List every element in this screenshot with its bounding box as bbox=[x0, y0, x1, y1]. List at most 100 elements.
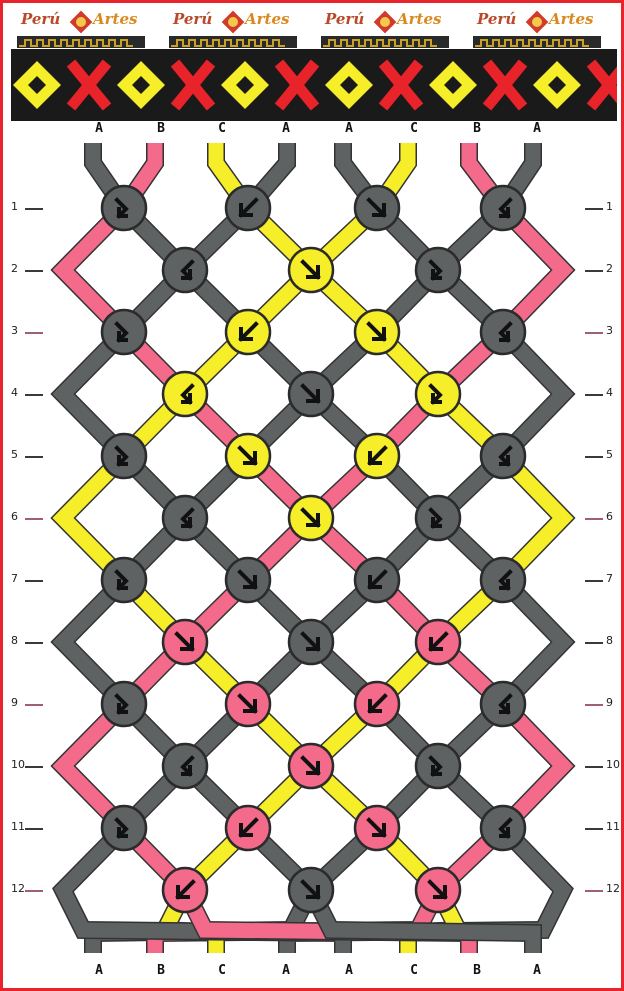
knot-arrow-icon bbox=[366, 817, 387, 838]
knot-arrow-icon bbox=[498, 569, 513, 591]
knot-r7-c1 bbox=[100, 556, 148, 604]
row-tick-right bbox=[585, 642, 603, 644]
knot-arrow-icon bbox=[300, 383, 321, 404]
knot-r3-c1 bbox=[100, 308, 148, 356]
knot-arrow-icon bbox=[428, 755, 443, 777]
row-label-left: 4 bbox=[11, 386, 18, 399]
row-label-left: 6 bbox=[11, 510, 18, 523]
knot-arrow-icon bbox=[300, 507, 321, 528]
preview-diamond bbox=[533, 61, 581, 109]
row-label-left: 1 bbox=[11, 200, 18, 213]
preview-diamond bbox=[325, 61, 373, 109]
logo-text-artes: Artes bbox=[397, 10, 442, 28]
knot-arrow-icon bbox=[367, 693, 388, 714]
row-tick-right bbox=[585, 890, 603, 892]
knot-r10-c2 bbox=[161, 742, 209, 790]
string-label-bottom: B bbox=[473, 963, 481, 978]
knot-arrow-icon bbox=[367, 445, 388, 466]
row-tick-right bbox=[585, 394, 603, 396]
knot-r9-c3 bbox=[224, 680, 272, 728]
knot-diagram bbox=[50, 143, 576, 953]
logo-text-peru: Perú bbox=[325, 10, 365, 28]
peru-artes-logo: Perú Artes bbox=[321, 10, 449, 48]
knot-r8-c4 bbox=[287, 618, 335, 666]
knot-r5-c1 bbox=[100, 432, 148, 480]
knot-r6-c2 bbox=[161, 494, 209, 542]
string-label-bottom: C bbox=[410, 963, 418, 978]
knot-arrow-icon bbox=[498, 693, 513, 715]
knot-arrow-icon bbox=[428, 631, 449, 652]
string-label-top: A bbox=[95, 121, 103, 136]
knot-r11-c3 bbox=[224, 804, 272, 852]
knot-arrow-icon bbox=[237, 569, 258, 590]
row-label-right: 10 bbox=[606, 758, 620, 771]
knot-r3-c5 bbox=[353, 308, 401, 356]
knot-r7-c5 bbox=[353, 556, 401, 604]
knot-arrow-icon bbox=[498, 445, 513, 467]
row-label-left: 8 bbox=[11, 634, 18, 647]
row-label-right: 4 bbox=[606, 386, 613, 399]
row-label-left: 9 bbox=[11, 696, 18, 709]
knot-r12-c6 bbox=[414, 866, 462, 914]
preview-diamond bbox=[13, 61, 61, 109]
knot-r4-c2 bbox=[161, 370, 209, 418]
row-tick-left bbox=[25, 456, 43, 458]
knot-r10-c6 bbox=[414, 742, 462, 790]
knot-arrow-icon bbox=[114, 445, 129, 467]
row-label-left: 3 bbox=[11, 324, 18, 337]
knot-r5-c3 bbox=[224, 432, 272, 480]
logo-text-peru: Perú bbox=[477, 10, 517, 28]
knot-arrow-icon bbox=[237, 445, 258, 466]
knot-arrow-icon bbox=[300, 259, 321, 280]
preview-x-mark bbox=[482, 59, 528, 111]
row-label-right: 6 bbox=[606, 510, 613, 523]
string-label-top: A bbox=[345, 121, 353, 136]
row-tick-right bbox=[585, 332, 603, 334]
knot-r4-c4 bbox=[287, 370, 335, 418]
preview-x-mark bbox=[66, 59, 112, 111]
row-label-left: 12 bbox=[11, 882, 25, 895]
knot-r1-c5 bbox=[353, 184, 401, 232]
preview-x-mark bbox=[274, 59, 320, 111]
knot-r2-c2 bbox=[161, 246, 209, 294]
knot-arrow-icon bbox=[300, 879, 321, 900]
row-tick-right bbox=[585, 766, 603, 768]
knot-layer bbox=[100, 184, 527, 914]
knot-arrow-icon bbox=[180, 507, 195, 529]
row-tick-right bbox=[585, 208, 603, 210]
string-label-bottom: A bbox=[282, 963, 290, 978]
knot-r12-c2 bbox=[161, 866, 209, 914]
preview-diamond bbox=[221, 61, 269, 109]
row-label-right: 12 bbox=[606, 882, 620, 895]
logo-text-peru: Perú bbox=[173, 10, 213, 28]
knot-arrow-icon bbox=[180, 755, 195, 777]
row-tick-right bbox=[585, 456, 603, 458]
logo-text-artes: Artes bbox=[93, 10, 138, 28]
logo-text-artes: Artes bbox=[549, 10, 594, 28]
knot-r7-c7 bbox=[479, 556, 527, 604]
string-label-bottom: C bbox=[218, 963, 226, 978]
knot-arrow-icon bbox=[366, 321, 387, 342]
string-label-top: C bbox=[410, 121, 418, 136]
knot-r11-c5 bbox=[353, 804, 401, 852]
row-label-right: 9 bbox=[606, 696, 613, 709]
knot-r1-c1 bbox=[100, 184, 148, 232]
knot-r11-c1 bbox=[100, 804, 148, 852]
knot-r8-c2 bbox=[161, 618, 209, 666]
row-tick-left bbox=[25, 704, 43, 706]
row-label-left: 11 bbox=[11, 820, 25, 833]
row-label-right: 7 bbox=[606, 572, 613, 585]
row-tick-left bbox=[25, 394, 43, 396]
knot-arrow-icon bbox=[180, 383, 195, 405]
row-label-right: 2 bbox=[606, 262, 613, 275]
row-label-left: 5 bbox=[11, 448, 18, 461]
knot-arrow-icon bbox=[300, 755, 321, 776]
logo-text-artes: Artes bbox=[245, 10, 290, 28]
knot-arrow-icon bbox=[498, 197, 513, 219]
knot-arrow-icon bbox=[114, 817, 129, 839]
string-label-top: A bbox=[533, 121, 541, 136]
peru-artes-logo: Perú Artes bbox=[473, 10, 601, 48]
row-label-right: 5 bbox=[606, 448, 613, 461]
